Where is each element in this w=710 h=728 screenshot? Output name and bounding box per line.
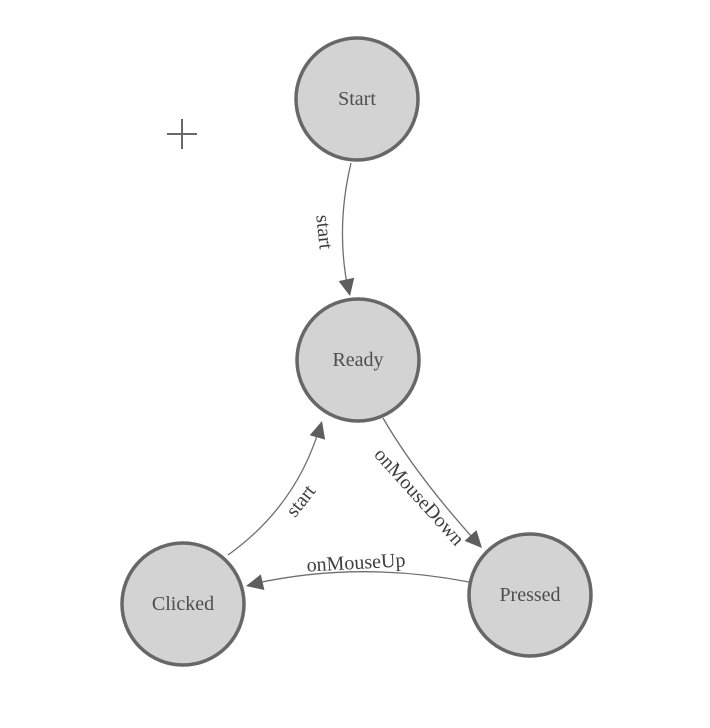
edge-label-start-to-ready: start bbox=[311, 214, 337, 251]
arrowhead-ready-to-pressed bbox=[464, 530, 482, 548]
edge-line-pressed-to-clicked[interactable] bbox=[247, 571, 470, 586]
edge-clicked-to-ready[interactable]: start bbox=[227, 421, 326, 556]
arrowhead-start-to-ready bbox=[338, 277, 355, 296]
edge-label-ready-to-pressed: onMouseDown bbox=[370, 444, 469, 550]
state-circle-pressed[interactable] bbox=[467, 532, 593, 658]
state-circle-start[interactable] bbox=[294, 36, 420, 162]
edge-line-clicked-to-ready[interactable] bbox=[227, 422, 322, 556]
edge-line-start-to-ready[interactable] bbox=[341, 162, 352, 295]
state-node-pressed[interactable]: Pressed bbox=[467, 532, 593, 658]
arrowhead-clicked-to-ready bbox=[309, 421, 326, 440]
origin-crosshair-icon bbox=[167, 119, 197, 149]
state-circle-clicked[interactable] bbox=[120, 541, 246, 667]
edge-ready-to-pressed[interactable]: onMouseDown bbox=[370, 417, 482, 550]
edge-pressed-to-clicked[interactable]: onMouseUp bbox=[246, 549, 470, 590]
state-circle-ready[interactable] bbox=[295, 297, 421, 423]
edge-start-to-ready[interactable]: start bbox=[311, 162, 355, 296]
state-node-clicked[interactable]: Clicked bbox=[120, 541, 246, 667]
edge-line-ready-to-pressed[interactable] bbox=[382, 417, 482, 548]
arrowhead-pressed-to-clicked bbox=[246, 574, 265, 590]
state-node-ready[interactable]: Ready bbox=[295, 297, 421, 423]
edge-label-clicked-to-ready: start bbox=[282, 480, 321, 521]
state-node-start[interactable]: Start bbox=[294, 36, 420, 162]
